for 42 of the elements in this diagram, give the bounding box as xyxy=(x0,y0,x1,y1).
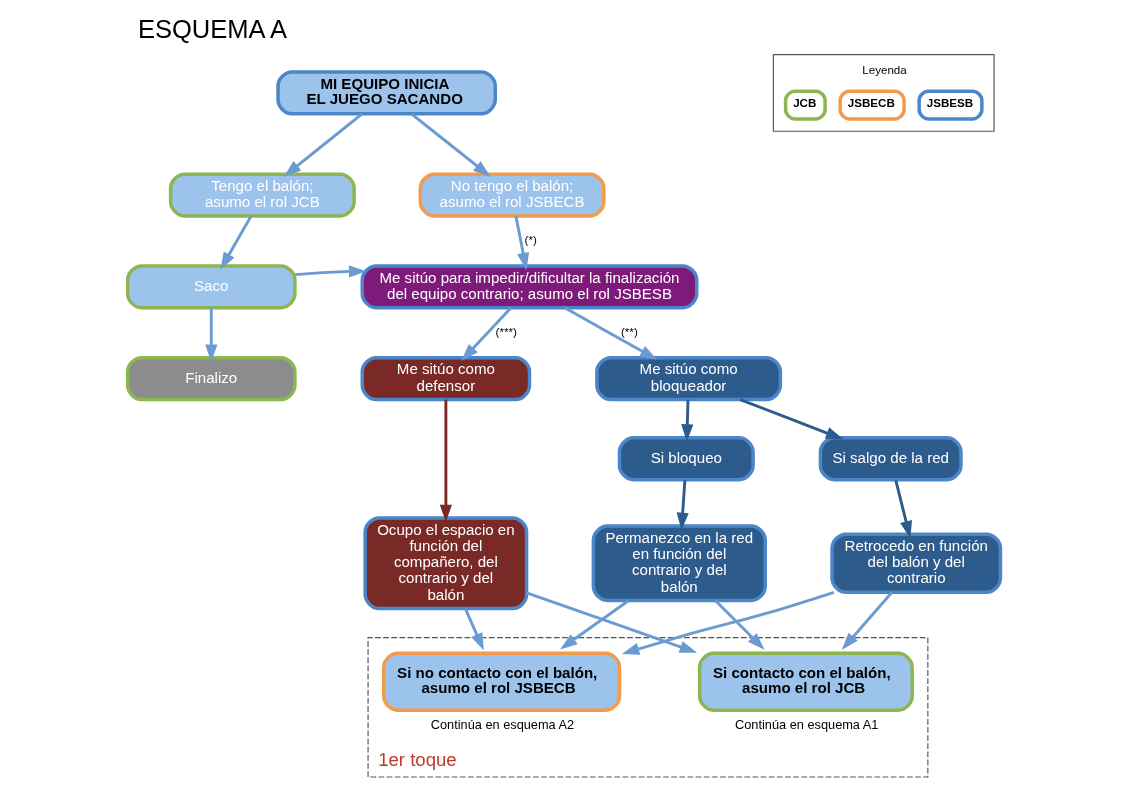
arrow xyxy=(219,215,252,270)
node-box: Ocupo el espacio en función del compañero, del contrario y del balón xyxy=(362,516,528,611)
node-box: Tengo el balón; asumo el rol JCB xyxy=(168,172,356,218)
node-box: Si salgo de la red xyxy=(818,436,963,482)
arrow xyxy=(525,591,697,653)
arrow xyxy=(283,112,363,177)
node-box: Permanezco en la red en función del contrario y del balón xyxy=(591,524,767,603)
label: Leyenda xyxy=(861,63,907,77)
arrow xyxy=(893,479,912,539)
diagram-title: ESQUEMA A xyxy=(137,14,287,43)
arrow xyxy=(439,399,452,523)
arrow xyxy=(294,265,366,278)
node-box: Me sitúo como defensor xyxy=(360,355,531,402)
node-box: Me sitúo como bloqueador xyxy=(594,355,782,402)
arrow xyxy=(563,306,657,360)
node-box: Me sitúo para impedir/dificultar la finalización del equipo contrario; asumo el rol JSBESB xyxy=(360,264,698,310)
arrow xyxy=(714,599,765,650)
legend-label: JCB xyxy=(792,95,816,109)
arrow xyxy=(410,112,490,177)
node-box: MI EQUIPO INICIA EL JUEGO SACANDO xyxy=(275,70,497,116)
node-label: Continúa en esquema A1 xyxy=(734,717,878,733)
arrow xyxy=(204,307,217,363)
arrow xyxy=(460,306,512,361)
legend-label: JSBECB xyxy=(847,95,895,109)
node-label: Continúa en esquema A2 xyxy=(430,717,574,733)
edge-label: (*) xyxy=(524,232,537,246)
node-box: Retrocedo en función del balón y del contrario xyxy=(829,532,1002,595)
arrow xyxy=(621,591,834,655)
node-box: Finalizo xyxy=(125,355,297,402)
edge-label: (***) xyxy=(495,324,517,338)
arrow xyxy=(676,480,689,531)
arrow xyxy=(463,608,484,651)
edge-label: (**) xyxy=(620,324,638,338)
arrow xyxy=(841,591,893,650)
legend-label: JSBESB xyxy=(926,95,973,109)
arrow xyxy=(680,399,693,442)
node-box: No tengo el balón; asumo el rol JSBECB xyxy=(418,172,606,218)
node-box: Saco xyxy=(125,264,297,310)
arrow xyxy=(559,599,629,650)
arrow xyxy=(739,398,843,440)
node-box: Si bloqueo xyxy=(617,436,755,482)
arrow xyxy=(514,215,529,271)
